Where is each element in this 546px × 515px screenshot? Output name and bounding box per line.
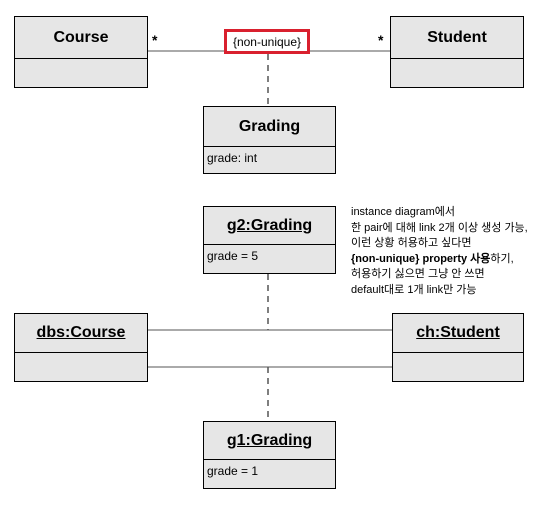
course-class-name: Course — [15, 17, 147, 59]
note-line-4-bold: {non-unique} property 사용 — [351, 252, 491, 265]
course-class-box: Course — [14, 16, 148, 88]
g1-grading-object: g1:Grading grade = 1 — [203, 421, 336, 489]
course-multiplicity: * — [152, 32, 158, 48]
note-line-1: instance diagram에서 — [351, 206, 456, 218]
note-line-2: 한 pair에 대해 link 2개 이상 생성 가능, — [351, 221, 528, 234]
non-unique-constraint: {non-unique} — [224, 29, 310, 54]
dbs-course-object: dbs:Course — [14, 313, 148, 382]
g2-object-attribute: grade = 5 — [207, 249, 259, 263]
g2-grading-object: g2:Grading grade = 5 — [203, 206, 336, 274]
dbs-object-name: dbs:Course — [15, 314, 147, 353]
student-multiplicity: * — [378, 32, 384, 48]
ch-object-name: ch:Student — [393, 314, 523, 353]
note-line-4: {non-unique} property 사용하기, — [351, 252, 546, 268]
grading-class-box: Grading grade: int — [203, 106, 336, 174]
g2-object-name: g2:Grading — [204, 207, 335, 245]
g1-object-attribute: grade = 1 — [207, 464, 259, 478]
annotation-note: instance diagram에서 한 pair에 대해 link 2개 이상… — [351, 205, 546, 298]
grading-class-attribute: grade: int — [207, 151, 258, 165]
ch-student-object: ch:Student — [392, 313, 524, 382]
note-line-4-rest: 하기, — [490, 252, 514, 265]
grading-class-name: Grading — [204, 107, 335, 147]
g1-object-name: g1:Grading — [204, 422, 335, 460]
note-line-3: 이런 상황 허용하고 싶다면 — [351, 237, 472, 249]
student-class-name: Student — [391, 17, 523, 59]
note-line-5: 허용하기 싫으면 그냥 안 쓰면 — [351, 268, 485, 280]
note-line-6: default대로 1개 link만 가능 — [351, 283, 477, 296]
student-class-box: Student — [390, 16, 524, 88]
